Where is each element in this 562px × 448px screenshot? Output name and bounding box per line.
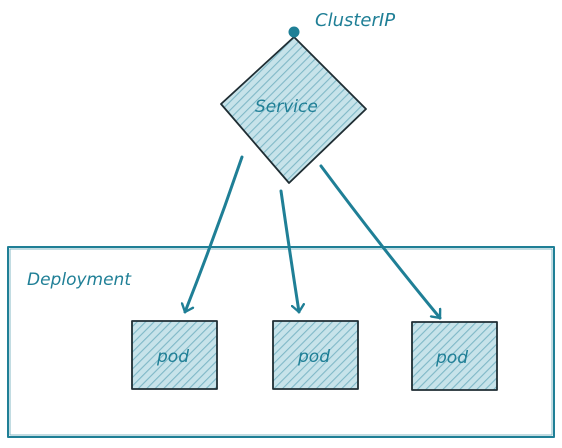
pod-label: pod — [297, 347, 330, 367]
clusterip-label: ClusterIP — [315, 10, 395, 31]
service-label: Service — [255, 97, 318, 117]
pod-box — [272, 320, 359, 390]
arrow-to-pod-1 — [185, 155, 244, 314]
pod-label: pod — [435, 348, 468, 368]
arrow-to-pod-3 — [319, 164, 442, 320]
clusterip-dot — [288, 26, 300, 38]
deployment-box — [7, 246, 555, 438]
service-node — [220, 36, 367, 184]
pod-box — [411, 321, 498, 391]
arrow-to-pod-2 — [279, 189, 299, 314]
pod-label: pod — [156, 347, 189, 367]
pod-box — [131, 320, 218, 390]
deployment-label: Deployment — [27, 270, 132, 290]
